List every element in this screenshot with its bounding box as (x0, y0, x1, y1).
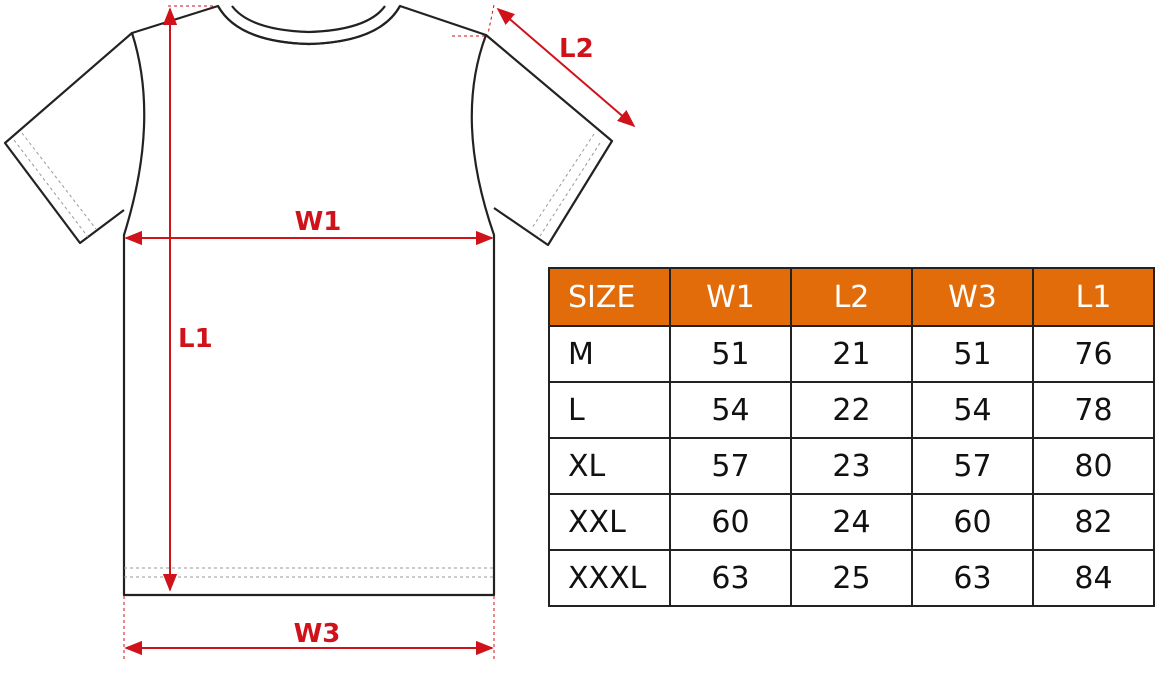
collar (217, 5, 401, 46)
cell-w1: 54 (669, 381, 792, 439)
stitching (13, 132, 601, 578)
cell-l2: 22 (790, 381, 913, 439)
cell-size: M (548, 325, 671, 383)
cell-size: XXXL (548, 549, 671, 607)
header-size: SIZE (548, 267, 671, 327)
table-row: XL 57 23 57 80 (548, 437, 1155, 495)
table-header-row: SIZE W1 L2 W3 L1 (548, 267, 1155, 327)
cell-l1: 80 (1032, 437, 1155, 495)
cell-l2: 23 (790, 437, 913, 495)
table-row: XXL 60 24 60 82 (548, 493, 1155, 551)
left-sleeve (3, 32, 133, 245)
cell-l2: 21 (790, 325, 913, 383)
dimension-guides (123, 4, 495, 660)
cell-size: XXL (548, 493, 671, 551)
label-w3: W3 (294, 619, 341, 649)
header-l1: L1 (1032, 267, 1155, 327)
cell-w1: 51 (669, 325, 792, 383)
size-table: SIZE W1 L2 W3 L1 M 51 21 51 76 L 54 22 5… (548, 267, 1155, 607)
cell-l1: 82 (1032, 493, 1155, 551)
cell-size: XL (548, 437, 671, 495)
shirt-body (122, 4, 496, 597)
l2-arrow (496, 7, 636, 128)
cell-w1: 63 (669, 549, 792, 607)
right-sleeve (485, 34, 614, 247)
cell-w3: 51 (911, 325, 1034, 383)
header-l2: L2 (790, 267, 913, 327)
cell-l1: 78 (1032, 381, 1155, 439)
table-row: M 51 21 51 76 (548, 325, 1155, 383)
cell-w1: 60 (669, 493, 792, 551)
label-l1: L1 (178, 324, 213, 354)
cell-l1: 76 (1032, 325, 1155, 383)
cell-size: L (548, 381, 671, 439)
table-row: XXXL 63 25 63 84 (548, 549, 1155, 607)
cell-l1: 84 (1032, 549, 1155, 607)
cell-w3: 60 (911, 493, 1034, 551)
cell-l2: 25 (790, 549, 913, 607)
label-w1: W1 (295, 207, 342, 237)
table-row: L 54 22 54 78 (548, 381, 1155, 439)
cell-w1: 57 (669, 437, 792, 495)
tshirt-outline (3, 4, 614, 597)
cell-l2: 24 (790, 493, 913, 551)
header-w3: W3 (911, 267, 1034, 327)
label-l2: L2 (559, 34, 594, 64)
cell-w3: 63 (911, 549, 1034, 607)
cell-w3: 57 (911, 437, 1034, 495)
cell-w3: 54 (911, 381, 1034, 439)
header-w1: W1 (669, 267, 792, 327)
dimension-arrows (124, 7, 636, 656)
